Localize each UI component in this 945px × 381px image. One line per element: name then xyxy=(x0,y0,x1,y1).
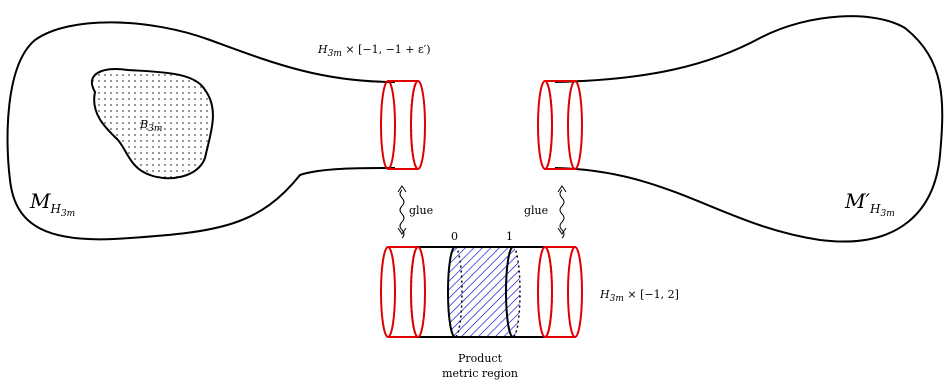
right-manifold-label: M′H3m xyxy=(844,189,895,219)
interface-top-label: H3m × [−1, −1 + ε′) xyxy=(317,43,430,59)
glue-label-left: glue xyxy=(409,204,433,217)
product-cylinder xyxy=(380,246,583,338)
region-label-line2: metric region xyxy=(442,367,518,380)
glue-label-right: glue xyxy=(524,204,548,217)
region-label-line1: Product xyxy=(458,352,503,365)
ball-label: B3m xyxy=(139,118,162,134)
right-neck-cylinder xyxy=(537,80,583,170)
ball-region xyxy=(90,68,214,180)
product-label: H3m × [−1, 2] xyxy=(599,288,679,304)
glue-arrow-left xyxy=(399,189,405,239)
tick-1-label: 1 xyxy=(506,230,513,243)
tick-0-label: 0 xyxy=(451,230,458,243)
glue-arrowhead-left-bottom xyxy=(397,227,407,235)
left-manifold-label: MH3m xyxy=(29,189,75,219)
right-manifold-outline xyxy=(554,15,944,243)
glue-arrowhead-right-bottom xyxy=(557,227,567,235)
glue-arrowhead-right-top xyxy=(557,185,567,193)
hatched-region xyxy=(448,247,520,337)
glue-arrowhead-left-top xyxy=(397,185,407,193)
left-neck-cylinder xyxy=(380,80,426,170)
left-manifold-outline xyxy=(6,21,396,241)
glue-arrow-right xyxy=(559,189,565,239)
